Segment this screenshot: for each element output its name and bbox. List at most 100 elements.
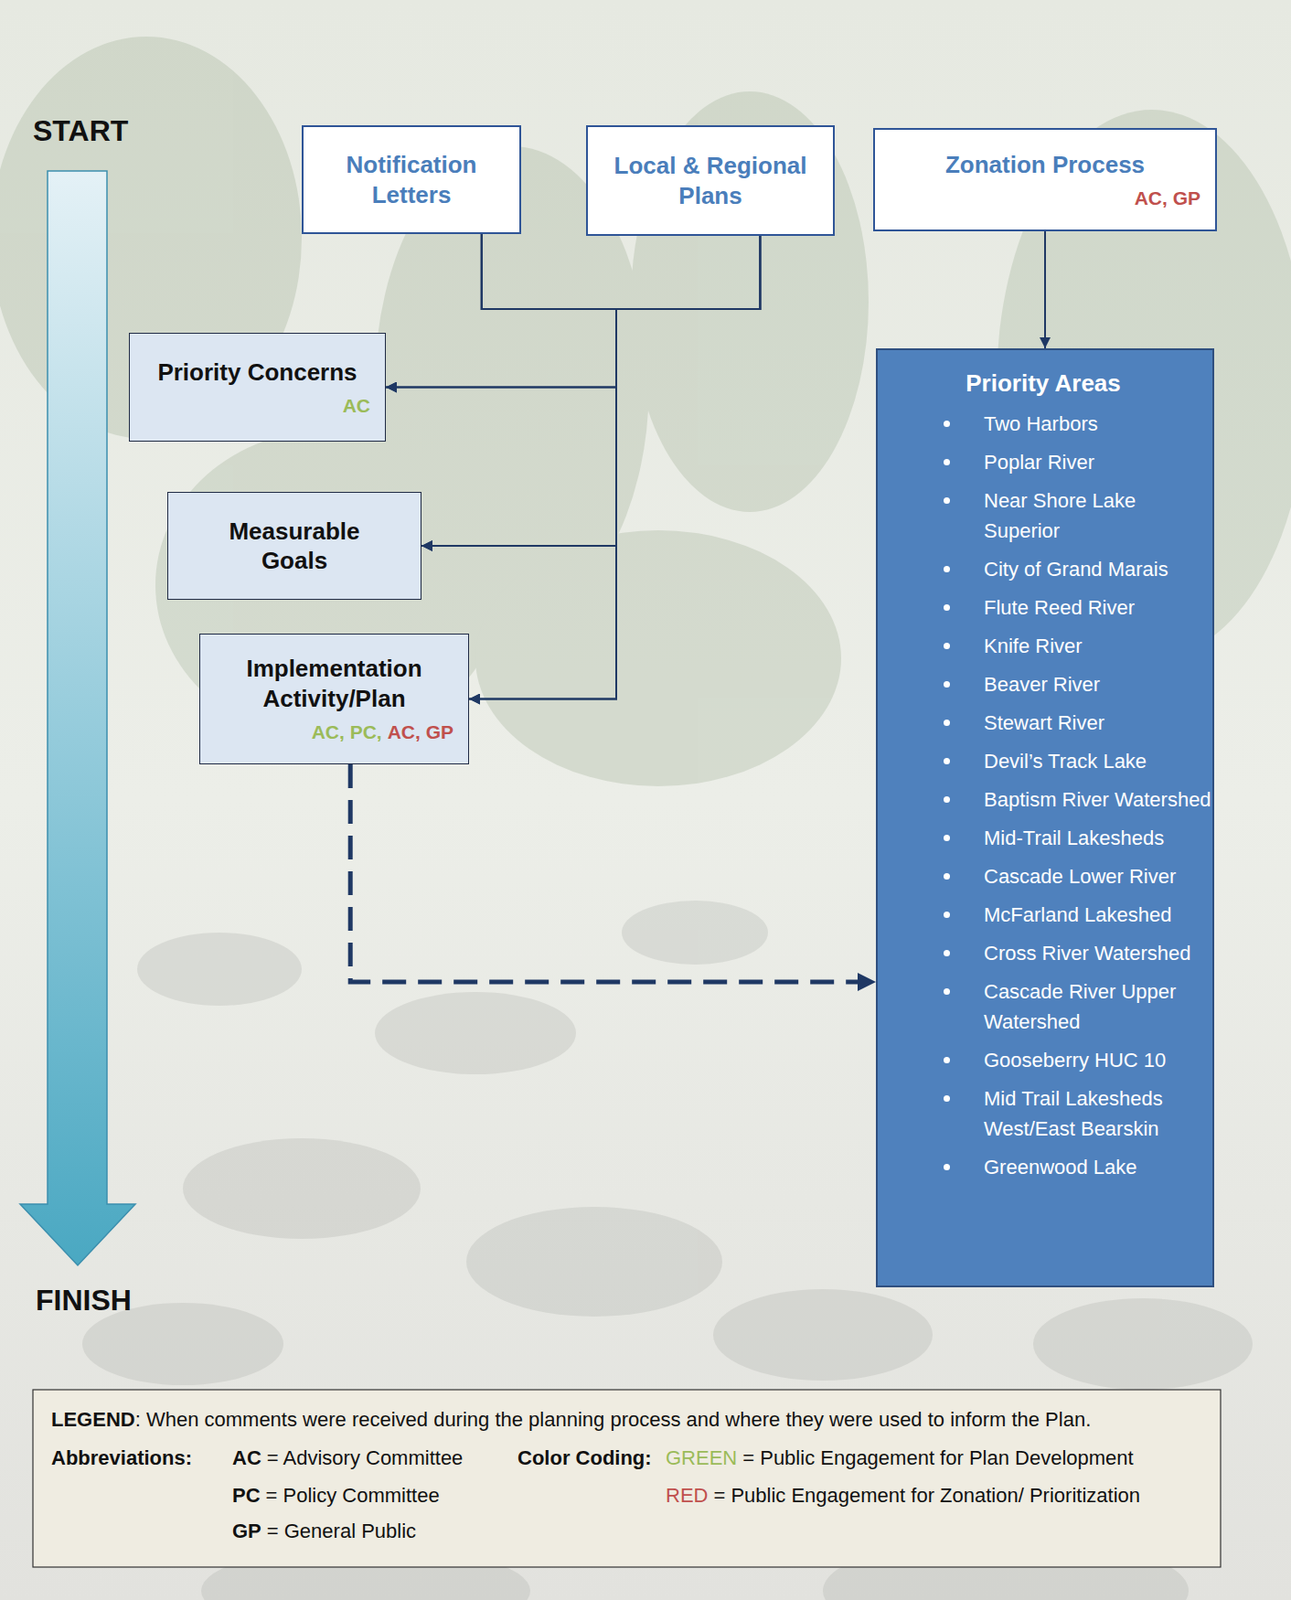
legend-text: = Advisory Committee bbox=[266, 1446, 464, 1471]
input-box: Notification Letters bbox=[301, 125, 522, 235]
legend-text: PC bbox=[232, 1483, 261, 1508]
legend-color-word: RED bbox=[665, 1483, 708, 1508]
area-name: Cascade River Upper Watershed bbox=[983, 980, 1176, 1034]
connector-arrow bbox=[469, 235, 760, 700]
bullet-dot bbox=[943, 796, 950, 803]
list-item: Gooseberry HUC 10 bbox=[983, 1045, 1213, 1076]
connector-arrow bbox=[1044, 231, 1046, 349]
area-name: Knife River bbox=[983, 634, 1083, 658]
stage-label: FINISH bbox=[35, 1283, 132, 1317]
node-title: Local & Regional Plans bbox=[598, 150, 822, 211]
bullet-dot bbox=[943, 565, 950, 573]
area-name: Gooseberry HUC 10 bbox=[983, 1048, 1166, 1072]
tag-row: AC, PC,AC, GP bbox=[211, 720, 458, 744]
bullet-dot bbox=[943, 873, 950, 880]
legend-text: = General Public bbox=[266, 1519, 417, 1544]
list-item: Cascade Lower River bbox=[983, 861, 1213, 892]
bullet-dot bbox=[943, 420, 950, 427]
legend-text: GP bbox=[232, 1519, 262, 1544]
node-title: Priority Concerns bbox=[157, 357, 357, 388]
connector-arrow bbox=[385, 235, 760, 388]
process-box: Implementation Activity/PlanAC, PC,AC, G… bbox=[199, 633, 470, 765]
list-item: Near Shore Lake Superior bbox=[983, 485, 1213, 546]
stage-label: START bbox=[32, 114, 129, 148]
legend-text: AC bbox=[232, 1446, 262, 1471]
list-item: Baptism River Watershed bbox=[983, 784, 1213, 815]
label-row: GP= General Public bbox=[232, 1519, 417, 1544]
legend-text: : When comments were received during the… bbox=[135, 1408, 1092, 1432]
area-name: Flute Reed River bbox=[983, 596, 1135, 619]
label-row: START bbox=[32, 114, 129, 148]
committee-tag: AC, PC, bbox=[311, 721, 383, 743]
rock bbox=[182, 1138, 421, 1239]
rock bbox=[621, 900, 769, 965]
committee-tag: AC, GP bbox=[387, 721, 454, 743]
legend-text: Abbreviations: bbox=[51, 1446, 193, 1471]
tree bbox=[475, 530, 842, 787]
list-item: McFarland Lakeshed bbox=[983, 899, 1213, 930]
node-title: Priority Areas bbox=[965, 368, 1121, 399]
node-title: Measurable Goals bbox=[212, 516, 377, 577]
list-item: Greenwood Lake bbox=[983, 1152, 1213, 1183]
area-name: Two Harbors bbox=[983, 412, 1099, 436]
bullet-dot bbox=[943, 681, 950, 688]
rock bbox=[137, 932, 302, 1006]
connector-arrow bbox=[385, 234, 617, 388]
label-row: GREEN= Public Engagement for Plan Develo… bbox=[665, 1446, 1134, 1471]
area-name: Near Shore Lake Superior bbox=[983, 489, 1136, 543]
legend-text: = Policy Committee bbox=[266, 1483, 440, 1508]
label-row: PC= Policy Committee bbox=[232, 1483, 440, 1508]
legend-color-word: GREEN bbox=[665, 1446, 737, 1471]
process-box: Measurable Goals bbox=[167, 491, 422, 600]
legend-box bbox=[32, 1389, 1221, 1568]
dashed-connector bbox=[350, 764, 876, 982]
area-name: McFarland Lakeshed bbox=[983, 903, 1172, 927]
area-name: Poplar River bbox=[983, 450, 1095, 474]
bullet-dot bbox=[943, 642, 950, 650]
priority-list-box: Priority AreasTwo HarborsPoplar RiverNea… bbox=[875, 348, 1215, 1288]
color-name: GREEN bbox=[665, 1446, 737, 1471]
list-item: Stewart River bbox=[983, 707, 1213, 738]
bullet-dot bbox=[943, 834, 950, 842]
area-name: Mid-Trail Lakesheds bbox=[983, 826, 1164, 850]
label-row: LEGEND: When comments were received duri… bbox=[51, 1408, 1091, 1432]
area-name: City of Grand Marais bbox=[983, 557, 1169, 581]
label-row: Abbreviations: bbox=[51, 1446, 193, 1471]
label-row: RED= Public Engagement for Zonation/ Pri… bbox=[665, 1483, 1141, 1508]
list-item: Flute Reed River bbox=[983, 592, 1213, 623]
list-item: Cross River Watershed bbox=[983, 938, 1213, 969]
list-item: Devil’s Track Lake bbox=[983, 746, 1213, 777]
connector-arrow bbox=[421, 235, 760, 546]
bullet-dot bbox=[943, 1056, 950, 1064]
bullet-dot bbox=[943, 458, 950, 466]
area-name: Beaver River bbox=[983, 672, 1100, 696]
legend-text: Color Coding: bbox=[517, 1446, 652, 1471]
list-item: Mid Trail Lakesheds West/East Bearskin bbox=[983, 1083, 1213, 1144]
rock bbox=[1033, 1298, 1253, 1390]
bullet-dot bbox=[943, 911, 950, 918]
label-row: FINISH bbox=[35, 1283, 132, 1317]
list-item: Cascade River Upper Watershed bbox=[983, 976, 1213, 1037]
rock bbox=[466, 1206, 723, 1317]
input-box: Local & Regional Plans bbox=[586, 125, 835, 236]
bullet-dot bbox=[943, 604, 950, 611]
list-item: Poplar River bbox=[983, 447, 1213, 478]
tag-row: AC, GP bbox=[885, 186, 1205, 210]
list-item: Mid-Trail Lakesheds bbox=[983, 822, 1213, 854]
area-name: Devil’s Track Lake bbox=[983, 749, 1147, 773]
list-item: City of Grand Marais bbox=[983, 554, 1213, 585]
rock bbox=[713, 1289, 933, 1381]
bullet-dot bbox=[943, 949, 950, 957]
rock bbox=[374, 992, 577, 1075]
list-item: Beaver River bbox=[983, 669, 1213, 700]
committee-tag: AC, GP bbox=[1134, 187, 1201, 209]
list-item: Knife River bbox=[983, 630, 1213, 662]
label-row: AC= Advisory Committee bbox=[232, 1446, 463, 1471]
connector-arrow bbox=[469, 234, 617, 700]
label-row: Color Coding: bbox=[517, 1446, 652, 1471]
legend-text: LEGEND bbox=[51, 1408, 136, 1432]
bullet-dot bbox=[943, 497, 950, 504]
area-name: Baptism River Watershed bbox=[983, 788, 1212, 811]
node-title: Zonation Process bbox=[945, 149, 1145, 181]
